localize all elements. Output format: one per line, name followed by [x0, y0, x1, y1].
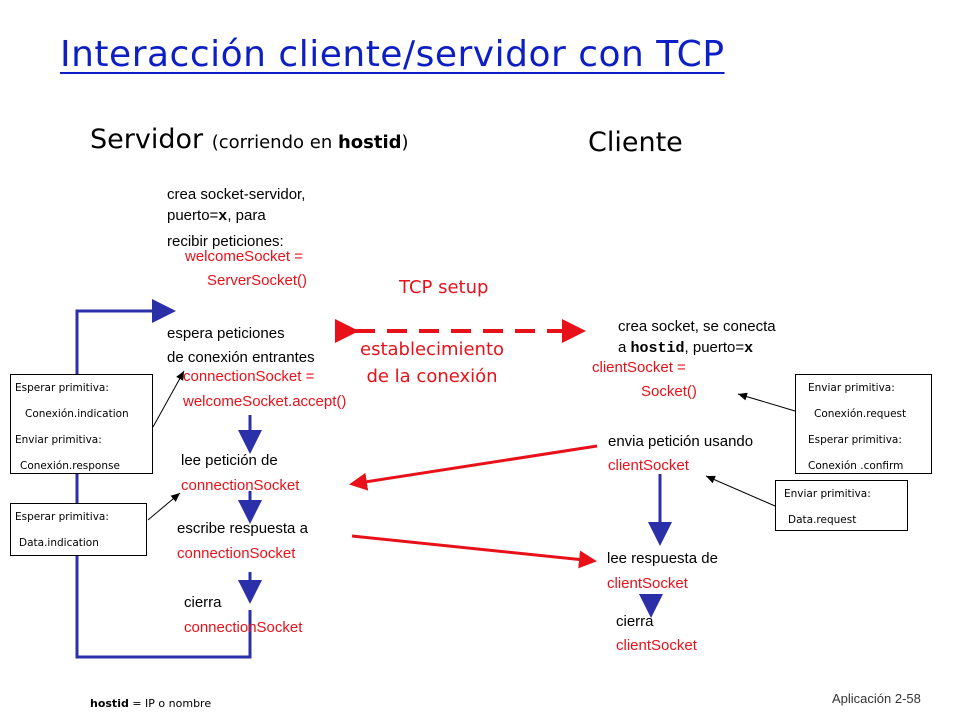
client-close-step: cierra clientSocket [616, 613, 697, 654]
server-create-step: crea socket-servidor, puerto=x, para rec… [167, 184, 305, 252]
server-close-step: cierra connectionSocket [184, 594, 303, 636]
tcp-setup-label: TCP setup [399, 277, 489, 298]
pointer-server-connect [152, 370, 185, 428]
client-connect-primitive-box: Enviar primitiva: Conexión.request Esper… [795, 374, 932, 474]
pointer-client-connect [737, 392, 796, 412]
server-read-step: lee petición de connectionSocket [181, 452, 300, 494]
client-send-step: envia petición usando clientSocket [608, 433, 754, 474]
response-message-arrow [351, 534, 597, 569]
server-header-label: Servidor [90, 124, 204, 155]
server-header-paren-open: (corriendo en [211, 132, 338, 153]
server-header: Servidor (corriendo en hostid) [90, 124, 409, 155]
page-number: Aplicación 2-58 [832, 691, 921, 706]
page-title: Interacción cliente/servidor con TCP [60, 34, 725, 75]
server-accept-code: connectionSocket = welcomeSocket.accept(… [183, 368, 347, 410]
server-data-primitive-box: Esperar primitiva: Data.indication [10, 503, 147, 556]
client-header: Cliente [588, 127, 683, 158]
pointer-server-data [147, 492, 181, 521]
server-wait-step: espera peticiones de conexión entrantes [167, 325, 315, 366]
request-message-arrow [349, 444, 598, 491]
server-header-paren-close: ) [401, 132, 409, 153]
pointer-client-data [705, 475, 776, 507]
server-header-host: hostid [337, 132, 402, 153]
server-create-code: welcomeSocket = ServerSocket() [185, 248, 308, 289]
server-connect-primitive-box: Esperar primitiva: Conexión.indication E… [10, 374, 153, 474]
client-create-step: crea socket, se conecta a hostid, puerto… [618, 318, 776, 357]
server-loop-line [75, 299, 252, 659]
client-read-step: lee respuesta de clientSocket [607, 550, 718, 592]
server-write-step: escribe respuesta a connectionSocket [177, 520, 308, 562]
client-data-primitive-box: Enviar primitiva: Data.request [775, 480, 908, 531]
server-create-line1: crea socket-servidor, [167, 186, 306, 203]
establishment-label: establecimiento de la conexión [360, 339, 505, 387]
server-create-line2: puerto=x, para [167, 207, 266, 225]
server-create-line3: recibir peticiones: [167, 233, 284, 250]
hostid-footnote: hostid = IP o nombre [90, 697, 212, 710]
client-create-code: clientSocket = Socket() [592, 359, 697, 400]
